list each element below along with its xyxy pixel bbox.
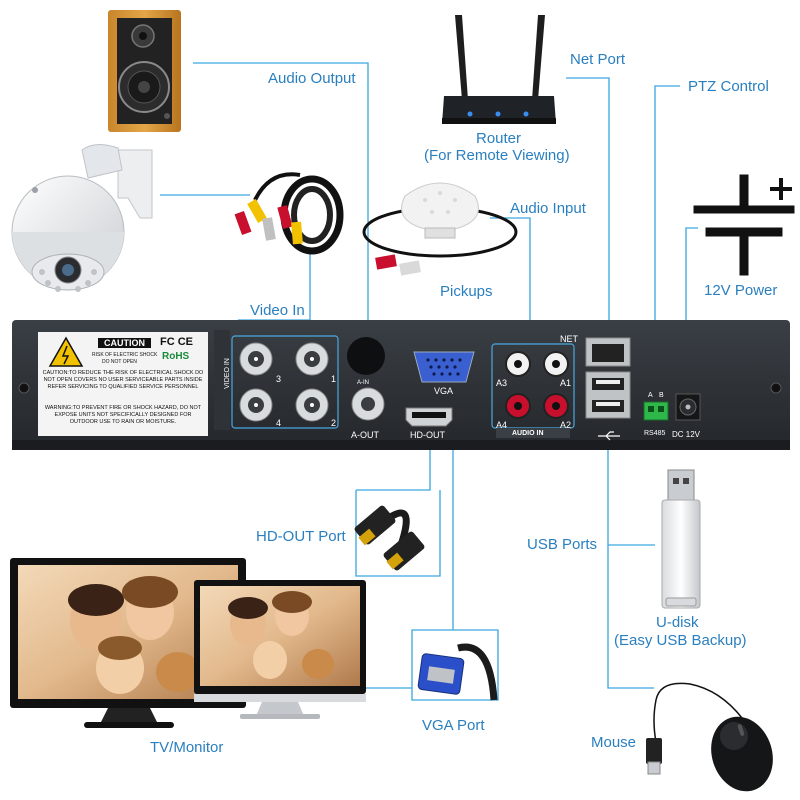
a-in-mark: A-IN — [357, 380, 369, 386]
label-pickups: Pickups — [440, 283, 493, 300]
label-audio-output: Audio Output — [268, 70, 356, 87]
wire-vga-box — [411, 629, 499, 701]
net-panel-label: NET — [560, 334, 578, 344]
a-out-label: A-OUT — [351, 430, 379, 440]
tv-monitor-icon — [10, 558, 366, 728]
label-hd-out-port: HD-OUT Port — [256, 528, 346, 545]
bnc-label-4: 4 — [276, 418, 282, 428]
audio-a3-label: A3 — [496, 378, 508, 388]
hd-out-panel-label: HD-OUT — [410, 430, 445, 440]
usb-symbol-icon — [598, 431, 620, 441]
audio-a4-label: A4 — [496, 420, 508, 430]
label-tv-monitor: TV/Monitor — [150, 739, 224, 756]
video-in-vertical-label: VIDEO IN — [223, 358, 231, 389]
audio-in-panel-label: AUDIO IN — [512, 430, 544, 437]
rs485-b-label: B — [659, 392, 664, 399]
label-audio-input: Audio Input — [510, 200, 586, 217]
rs485-a-label: A — [648, 392, 653, 399]
dc12v-panel-label: DC 12V — [672, 430, 701, 439]
rs485-panel-label: RS485 — [644, 430, 666, 437]
wire-usb — [607, 440, 654, 689]
audio-a2-label: A2 — [560, 420, 572, 430]
fc-ce-mark: FC CE — [160, 336, 193, 348]
hdmi-cable-icon — [354, 505, 425, 571]
caution-title: CAUTION — [98, 338, 151, 348]
dvr-rear-panel — [12, 320, 790, 450]
label-udisk: U-disk — [656, 614, 699, 631]
mouse-icon — [646, 682, 773, 792]
speaker-icon — [108, 10, 181, 132]
wire-audio-output — [193, 62, 369, 398]
label-router-sub: (For Remote Viewing) — [424, 147, 570, 164]
label-mouse: Mouse — [591, 734, 637, 751]
label-12v-power: 12V Power — [704, 282, 778, 299]
wire-hdout — [356, 440, 431, 491]
label-udisk-sub: (Easy USB Backup) — [614, 632, 747, 649]
label-vga-port: VGA Port — [422, 717, 485, 734]
caution-sub-2: DO NOT OPEN — [102, 359, 137, 365]
wifi-router-icon — [442, 15, 556, 124]
warning-triangle-icon — [48, 336, 84, 367]
dc-power-symbol-icon — [693, 174, 795, 276]
bnc-label-2: 2 — [331, 418, 337, 428]
label-usb-ports: USB Ports — [527, 536, 598, 553]
wire-monitor — [363, 600, 412, 689]
microphone-pickup-icon — [362, 182, 518, 276]
label-router: Router — [476, 130, 522, 147]
vga-cable-icon — [417, 643, 498, 701]
label-ptz-control: PTZ Control — [688, 78, 769, 95]
usb-flash-drive-icon — [661, 469, 701, 609]
label-video-in: Video In — [250, 302, 305, 319]
rohs-mark: RoHS — [162, 351, 190, 362]
ptz-dome-camera-icon — [11, 144, 153, 292]
warning-text: WARNING:TO PREVENT FIRE OR SHOCK HAZARD,… — [44, 405, 202, 425]
wire-net-port — [566, 77, 610, 340]
video-cable-icon — [234, 172, 344, 255]
vga-panel-label: VGA — [434, 386, 454, 396]
audio-a1-label: A1 — [560, 378, 572, 388]
label-net-port: Net Port — [570, 51, 626, 68]
wire-hdport — [355, 490, 441, 577]
wire-ptz — [654, 85, 680, 398]
caution-sub-1: RISK OF ELECTRIC SHOCK — [92, 352, 158, 358]
bnc-label-1: 1 — [331, 374, 337, 384]
bnc-label-3: 3 — [276, 374, 282, 384]
caution-text: CAUTION:TO REDUCE THE RISK OF ELECTRICAL… — [42, 370, 204, 390]
